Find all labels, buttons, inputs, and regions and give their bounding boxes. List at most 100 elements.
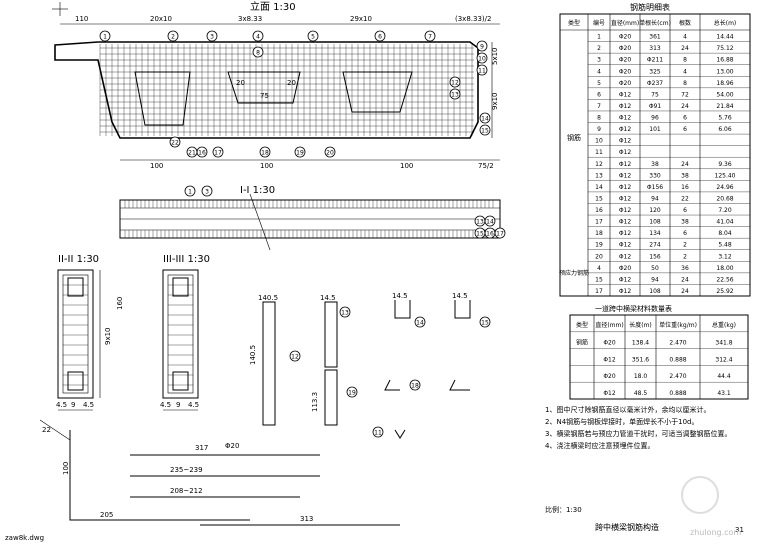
callout-number: 3: [210, 34, 214, 41]
callout-number: 1: [188, 189, 192, 196]
rebar-cell: 8.04: [718, 230, 732, 237]
rebar-cell: 38: [681, 219, 689, 226]
rebar-cell: Φ156: [647, 184, 663, 191]
callout-number: 21: [188, 150, 196, 157]
drawing-title: 跨中横梁钢筋构造: [595, 522, 659, 532]
rebar-cell: 4: [597, 68, 601, 75]
dim-bottom-4: 75/2: [478, 162, 494, 170]
sec2-dim-c: 4.5: [83, 401, 94, 409]
summary-cell: Φ20: [603, 373, 616, 380]
dim-top-3: 3x8.33: [238, 15, 262, 23]
sec3-dim-a: 4.5: [160, 401, 171, 409]
rebar-cell: Φ12: [619, 138, 632, 145]
rebar-cell: 14.44: [716, 34, 733, 41]
callout-mark: [476, 52, 488, 64]
summary-cell: 48.5: [634, 390, 648, 397]
long-bar-5-shape: [69, 430, 250, 521]
sec3-dim-b: 9: [176, 401, 180, 409]
rebar-cell: 6: [597, 91, 601, 98]
callout-number: 15: [481, 320, 489, 327]
summary-cell: 44.4: [717, 373, 731, 380]
watermark-logo: [681, 476, 719, 514]
callout-number: 5: [311, 34, 315, 41]
rebar-cell: 3.12: [718, 253, 732, 260]
rebar-cell: 108: [649, 288, 661, 295]
rebar-cell: 7.20: [718, 207, 732, 214]
callout-number: 3: [205, 189, 209, 196]
rebar-cell: 96: [651, 115, 659, 122]
rebar-cell: Φ12: [619, 276, 632, 283]
rebar-cell: 8: [597, 115, 601, 122]
rebar-cell: 5.48: [718, 242, 732, 249]
callout-number: 14: [416, 320, 424, 327]
dim-inner-1: 20: [236, 79, 245, 87]
callout-mark: [212, 146, 224, 158]
rebar-cell: 6.06: [718, 126, 732, 133]
box-opening-right: [342, 71, 413, 113]
callout-number: 13: [341, 310, 349, 317]
rebar-cell: 94: [651, 276, 659, 283]
rebar-cell: Φ12: [619, 126, 632, 133]
callout-number: 22: [171, 140, 179, 147]
callout-number: 4: [256, 34, 260, 41]
rebar-cell: 24: [681, 276, 689, 283]
rebar-cell: 8: [683, 57, 687, 64]
rebar-cell: Φ12: [619, 149, 632, 156]
rebar-cell: 25.92: [716, 288, 733, 295]
section-iii: III-III 1:30 4.5 9 4.5: [160, 254, 210, 411]
summary-cell: Φ20: [603, 340, 616, 347]
rebar-cell: Φ12: [619, 91, 632, 98]
callout-number: 16: [198, 150, 206, 157]
summary-table: 一道跨中横梁材料数量表 类型直径(mm)长度(m)单位重(kg/m)总重(kg)…: [569, 304, 749, 400]
rebar-group-extra: 预应力钢筋: [559, 269, 589, 277]
scale-text: 比例：1:30: [545, 505, 582, 514]
elevation-view: 立面 1:30 110 20x10 3x8.33 29x10 (3x8.33)/…: [52, 0, 500, 170]
callout-number: 6: [378, 34, 382, 41]
rebar-cell: 4: [683, 68, 687, 75]
rebar-cell: Φ12: [619, 288, 632, 295]
summary-cell: 312.4: [715, 356, 732, 363]
bar-15-top: 14.5: [452, 292, 468, 300]
rebar-cell: 24: [681, 45, 689, 52]
rebar-cell: Φ12: [619, 172, 632, 179]
callout-mark: [414, 316, 426, 328]
callout-mark: [259, 146, 271, 158]
bar-detail-19: [324, 369, 338, 426]
rebar-cell: Φ12: [619, 242, 632, 249]
rebar-cell: 13: [595, 172, 603, 179]
summary-header: 单位重(kg/m): [659, 321, 697, 329]
callout-mark: [476, 64, 488, 76]
rebar-cell: Φ20: [619, 265, 632, 272]
summary-header: 直径(mm): [595, 321, 623, 329]
bar-detail-13: [324, 301, 338, 368]
callout-mark: [372, 426, 384, 438]
rebar-cell: 22.56: [716, 276, 733, 283]
rebar-cell: 24: [681, 103, 689, 110]
rebar-cell: 361: [649, 34, 661, 41]
rebar-cell: 16: [595, 207, 603, 214]
long-bar-6-dims: 313: [300, 515, 313, 523]
sec2-dim-total: 160: [116, 297, 124, 310]
rebar-cell: 72: [681, 91, 689, 98]
summary-header: 总重(kg): [712, 321, 736, 329]
summary-cell: Φ12: [603, 390, 616, 397]
rebar-cell: Φ12: [619, 207, 632, 214]
section-iii-title: III-III 1:30: [163, 254, 210, 265]
summary-cell: 0.888: [669, 356, 686, 363]
callout-number: 8: [256, 50, 260, 57]
rebar-cell: 15: [595, 276, 603, 283]
rebar-cell: 24: [681, 161, 689, 168]
rebar-cell: 38: [651, 161, 659, 168]
long-bar-offset: 22: [42, 426, 51, 434]
summary-cell: 138.4: [632, 340, 649, 347]
callout-mark: [186, 146, 198, 158]
rebar-cell: Φ12: [619, 253, 632, 260]
rebar-cell: 101: [649, 126, 661, 133]
rebar-cell: 4: [597, 265, 601, 272]
rebar-cell: 24.96: [716, 184, 733, 191]
